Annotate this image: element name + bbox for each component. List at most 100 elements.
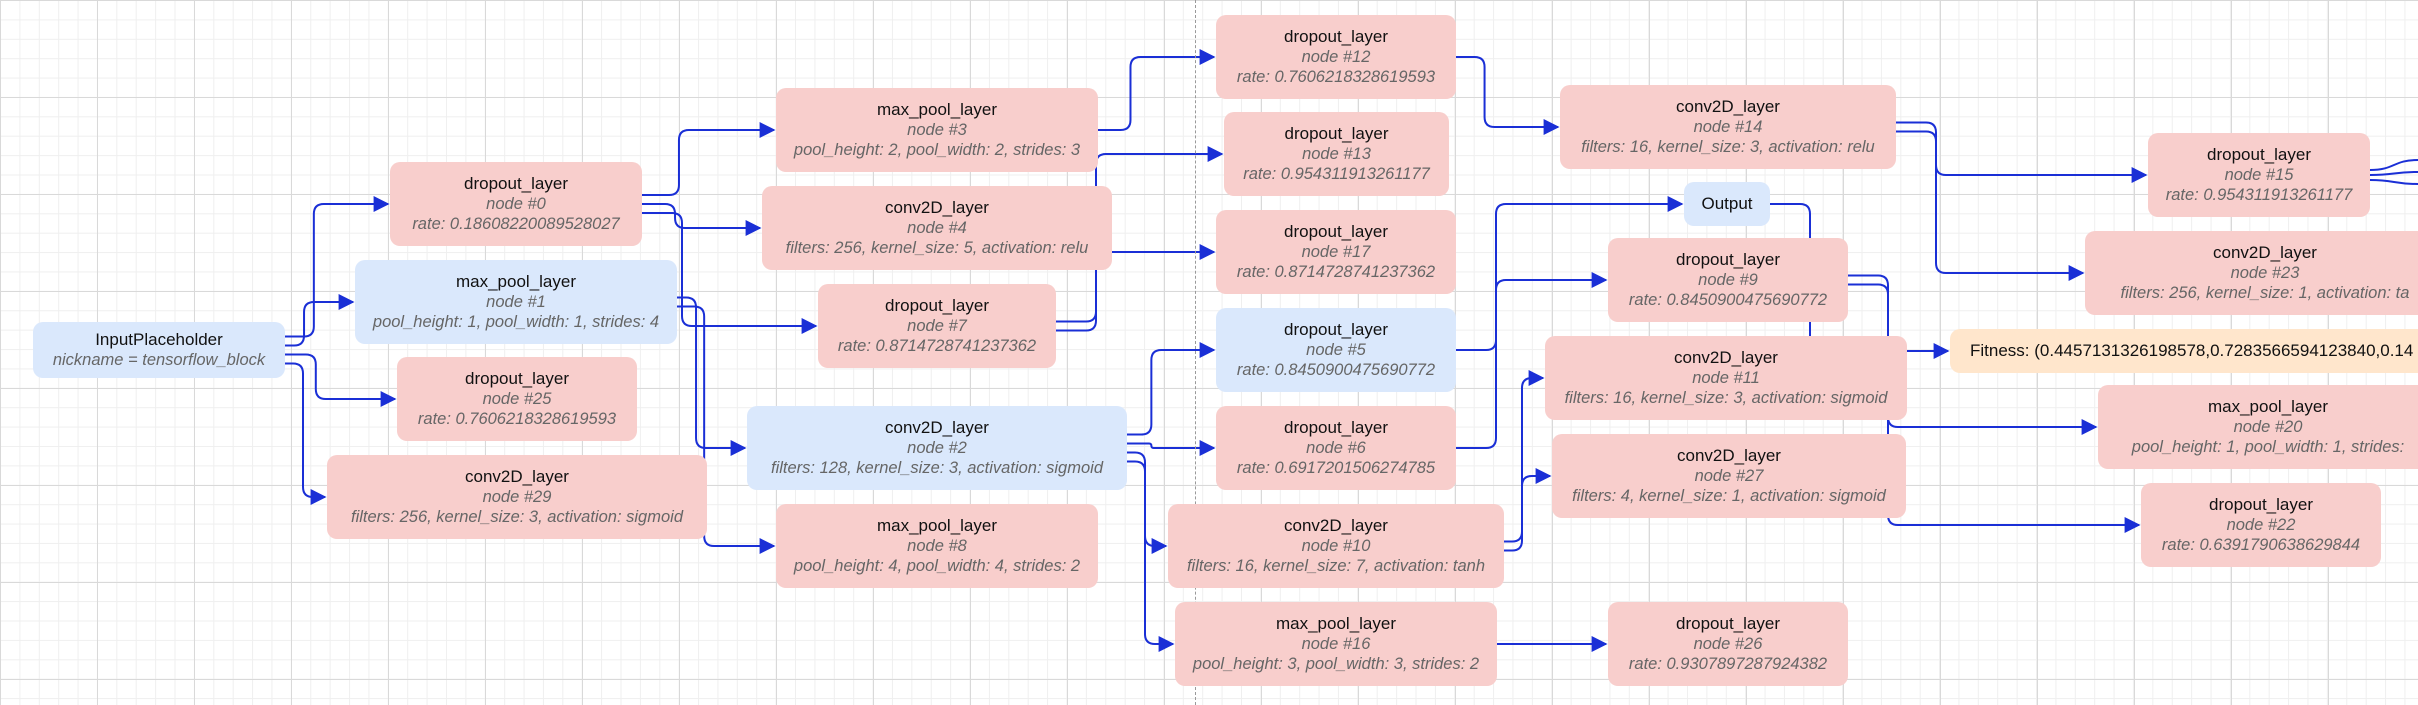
edge-n2-to-n16: [1127, 460, 1175, 652]
node-title: conv2D_layer: [1284, 516, 1388, 535]
node-params: filters: 256, kernel_size: 3, activation…: [351, 508, 683, 526]
node-params: filters: 256, kernel_size: 1, activation…: [2120, 284, 2410, 302]
edge-n5-to-output: [1456, 196, 1684, 351]
node-subtitle: node #23: [2230, 264, 2300, 282]
dashed-guide-line: [1195, 0, 1196, 705]
node-subtitle: node #4: [907, 219, 967, 237]
node-params: filters: 16, kernel_size: 7, activation:…: [1186, 557, 1486, 575]
node-title: conv2D_layer: [1674, 348, 1778, 367]
node-subtitle: node #6: [1306, 439, 1366, 457]
edge-n12-to-n14: [1456, 56, 1560, 135]
edge-n2-to-n10: [1127, 451, 1168, 554]
node-title: dropout_layer: [1284, 27, 1388, 46]
node-params: filters: 16, kernel_size: 3, activation:…: [1564, 389, 1888, 407]
edge-n14-to-n23: [1896, 130, 2085, 281]
edge-n2-to-n5: [1127, 342, 1216, 436]
node-subtitle: node #22: [2226, 516, 2296, 534]
node-title: dropout_layer: [2207, 145, 2311, 164]
node-subtitle: node #27: [1694, 467, 1764, 485]
node-output[interactable]: Output: [1684, 182, 1770, 226]
node-params: rate: 0.9307897287924382: [1628, 655, 1828, 673]
node-subtitle: node #11: [1692, 369, 1760, 387]
node-params: filters: 128, kernel_size: 3, activation…: [771, 459, 1103, 477]
node-title: dropout_layer: [885, 296, 989, 315]
edge-input-to-n29: [285, 362, 327, 505]
node-title: dropout_layer: [1284, 418, 1388, 437]
node-subtitle: node #25: [482, 390, 552, 408]
edge-n0-to-n7: [642, 212, 818, 334]
node-subtitle: node #13: [1302, 145, 1371, 163]
node-subtitle: node #9: [1698, 271, 1758, 289]
node-title: dropout_layer: [1284, 222, 1388, 241]
node-params: pool_height: 1, pool_width: 1, strides: …: [372, 313, 660, 331]
node-title: dropout_layer: [464, 174, 568, 193]
node-subtitle: node #2: [907, 439, 967, 457]
node-subtitle: node #1: [486, 293, 546, 311]
node-params: rate: 0.8450900475690772: [1628, 291, 1828, 309]
node-params: pool_height: 2, pool_width: 2, strides: …: [793, 141, 1081, 159]
node-params: rate: 0.8714728741237362: [837, 337, 1037, 355]
node-subtitle: node #29: [482, 488, 552, 506]
node-subtitle: node #8: [907, 537, 967, 555]
node-title: max_pool_layer: [455, 272, 576, 291]
node-title: max_pool_layer: [2207, 397, 2328, 416]
edge-continuation: [2369, 171, 2418, 176]
node-params: rate: 0.7606218328619593: [417, 410, 617, 428]
node-title: conv2D_layer: [1676, 97, 1780, 116]
node-params: pool_height: 3, pool_width: 3, strides: …: [1192, 655, 1480, 673]
node-title: dropout_layer: [1284, 320, 1388, 339]
node-subtitle: node #16: [1301, 635, 1371, 653]
edge-n10-to-n11: [1504, 370, 1545, 543]
node-params: rate: 0.954311913261177: [2165, 186, 2353, 204]
node-subtitle: node #5: [1306, 341, 1366, 359]
node-params: rate: 0.18608220089528027: [412, 215, 620, 233]
edge-n14-to-n15: [1896, 121, 2148, 183]
node-title: max_pool_layer: [1275, 614, 1396, 633]
node-params: rate: 0.7606218328619593: [1236, 68, 1436, 86]
edge-n10-to-n27: [1504, 468, 1552, 552]
node-params: filters: 16, kernel_size: 3, activation:…: [1581, 138, 1875, 156]
node-title: dropout_layer: [1676, 614, 1780, 633]
node-subtitle: nickname = tensorflow_block: [52, 351, 266, 369]
edge-input-to-n25: [285, 353, 397, 407]
node-params: rate: 0.954311913261177: [1243, 165, 1430, 183]
node-subtitle: node #7: [907, 317, 967, 335]
node-subtitle: node #10: [1301, 537, 1371, 555]
node-title: max_pool_layer: [876, 516, 997, 535]
edge-n2-to-n6: [1127, 440, 1216, 456]
edge-input-to-n1: [285, 294, 355, 347]
node-params: rate: 0.8450900475690772: [1236, 361, 1436, 379]
node-params: rate: 0.6917201506274785: [1236, 459, 1436, 477]
node-params: pool_height: 1, pool_width: 1, strides:: [2131, 438, 2405, 456]
edge-n0-to-n3: [642, 122, 776, 196]
fitness-label[interactable]: Fitness: (0.4457131326198578,0.728356659…: [1950, 329, 2418, 373]
edge-continuation: [2369, 179, 2418, 185]
node-params: filters: 4, kernel_size: 1, activation: …: [1572, 487, 1886, 505]
